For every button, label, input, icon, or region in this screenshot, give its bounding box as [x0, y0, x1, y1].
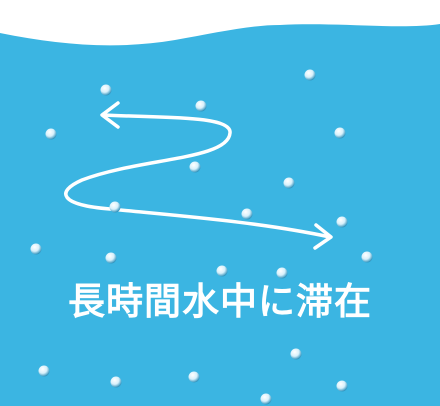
water-droplet-icon	[110, 376, 122, 388]
water-droplet-icon	[45, 128, 57, 140]
water-droplet-icon	[30, 243, 42, 255]
water-droplet-icon	[241, 208, 253, 220]
water-droplet-icon	[336, 216, 348, 228]
water-droplet-icon	[276, 267, 288, 279]
water-droplet-icon	[336, 380, 348, 392]
water-droplet-icon	[290, 348, 302, 360]
water-body	[0, 24, 440, 406]
water-droplet-icon	[189, 161, 201, 173]
water-droplet-icon	[260, 393, 272, 405]
caption-text: 長時間水中に滞在	[68, 280, 372, 323]
water-droplet-icon	[105, 252, 117, 264]
water-droplet-icon	[334, 127, 346, 139]
water-droplet-icon	[283, 177, 295, 189]
water-droplet-icon	[216, 265, 228, 277]
droplets	[30, 69, 373, 405]
water-droplet-icon	[195, 100, 207, 112]
water-droplet-icon	[188, 371, 200, 383]
zigzag-arrow-icon	[64, 101, 333, 250]
water-droplet-icon	[361, 251, 373, 263]
water-droplet-icon	[304, 69, 316, 81]
water-droplet-icon	[38, 365, 50, 377]
water-droplet-icon	[109, 201, 121, 213]
water-droplet-icon	[100, 84, 112, 96]
